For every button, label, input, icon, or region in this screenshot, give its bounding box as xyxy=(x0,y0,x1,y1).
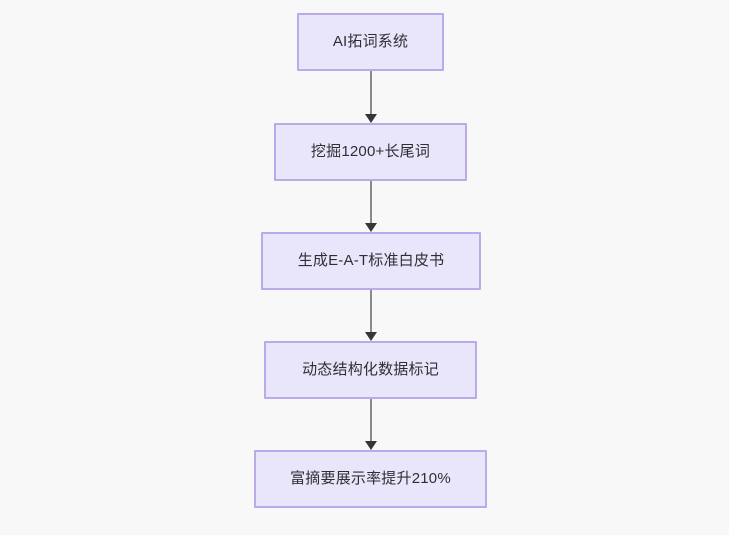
flow-node-dynamic-structured-data-markup[interactable]: 动态结构化数据标记 xyxy=(264,341,477,399)
flow-node-label: 动态结构化数据标记 xyxy=(302,361,439,378)
flow-node-generate-eat-whitepaper[interactable]: 生成E-A-T标准白皮书 xyxy=(261,232,481,290)
flow-node-label: 富摘要展示率提升210% xyxy=(290,470,451,487)
flow-node-label: AI拓词系统 xyxy=(332,33,409,50)
flow-node-ai-keyword-system[interactable]: AI拓词系统 xyxy=(297,13,444,71)
flow-node-label: 生成E-A-T标准白皮书 xyxy=(297,252,445,269)
edge-node3-to-node4 xyxy=(365,290,377,341)
edge-node2-to-node3 xyxy=(365,181,377,232)
arrow-head-icon xyxy=(365,332,377,341)
arrow-head-icon xyxy=(365,441,377,450)
edge-line xyxy=(370,71,372,115)
flow-node-rich-snippet-impression-uplift[interactable]: 富摘要展示率提升210% xyxy=(254,450,487,508)
flow-node-mine-longtail-keywords[interactable]: 挖掘1200+长尾词 xyxy=(274,123,467,181)
arrow-head-icon xyxy=(365,114,377,123)
arrow-head-icon xyxy=(365,223,377,232)
edge-line xyxy=(370,399,372,442)
edge-line xyxy=(370,290,372,333)
edge-node4-to-node5 xyxy=(365,399,377,450)
edge-node1-to-node2 xyxy=(365,71,377,123)
flow-node-label: 挖掘1200+长尾词 xyxy=(310,143,431,160)
edge-line xyxy=(370,181,372,224)
